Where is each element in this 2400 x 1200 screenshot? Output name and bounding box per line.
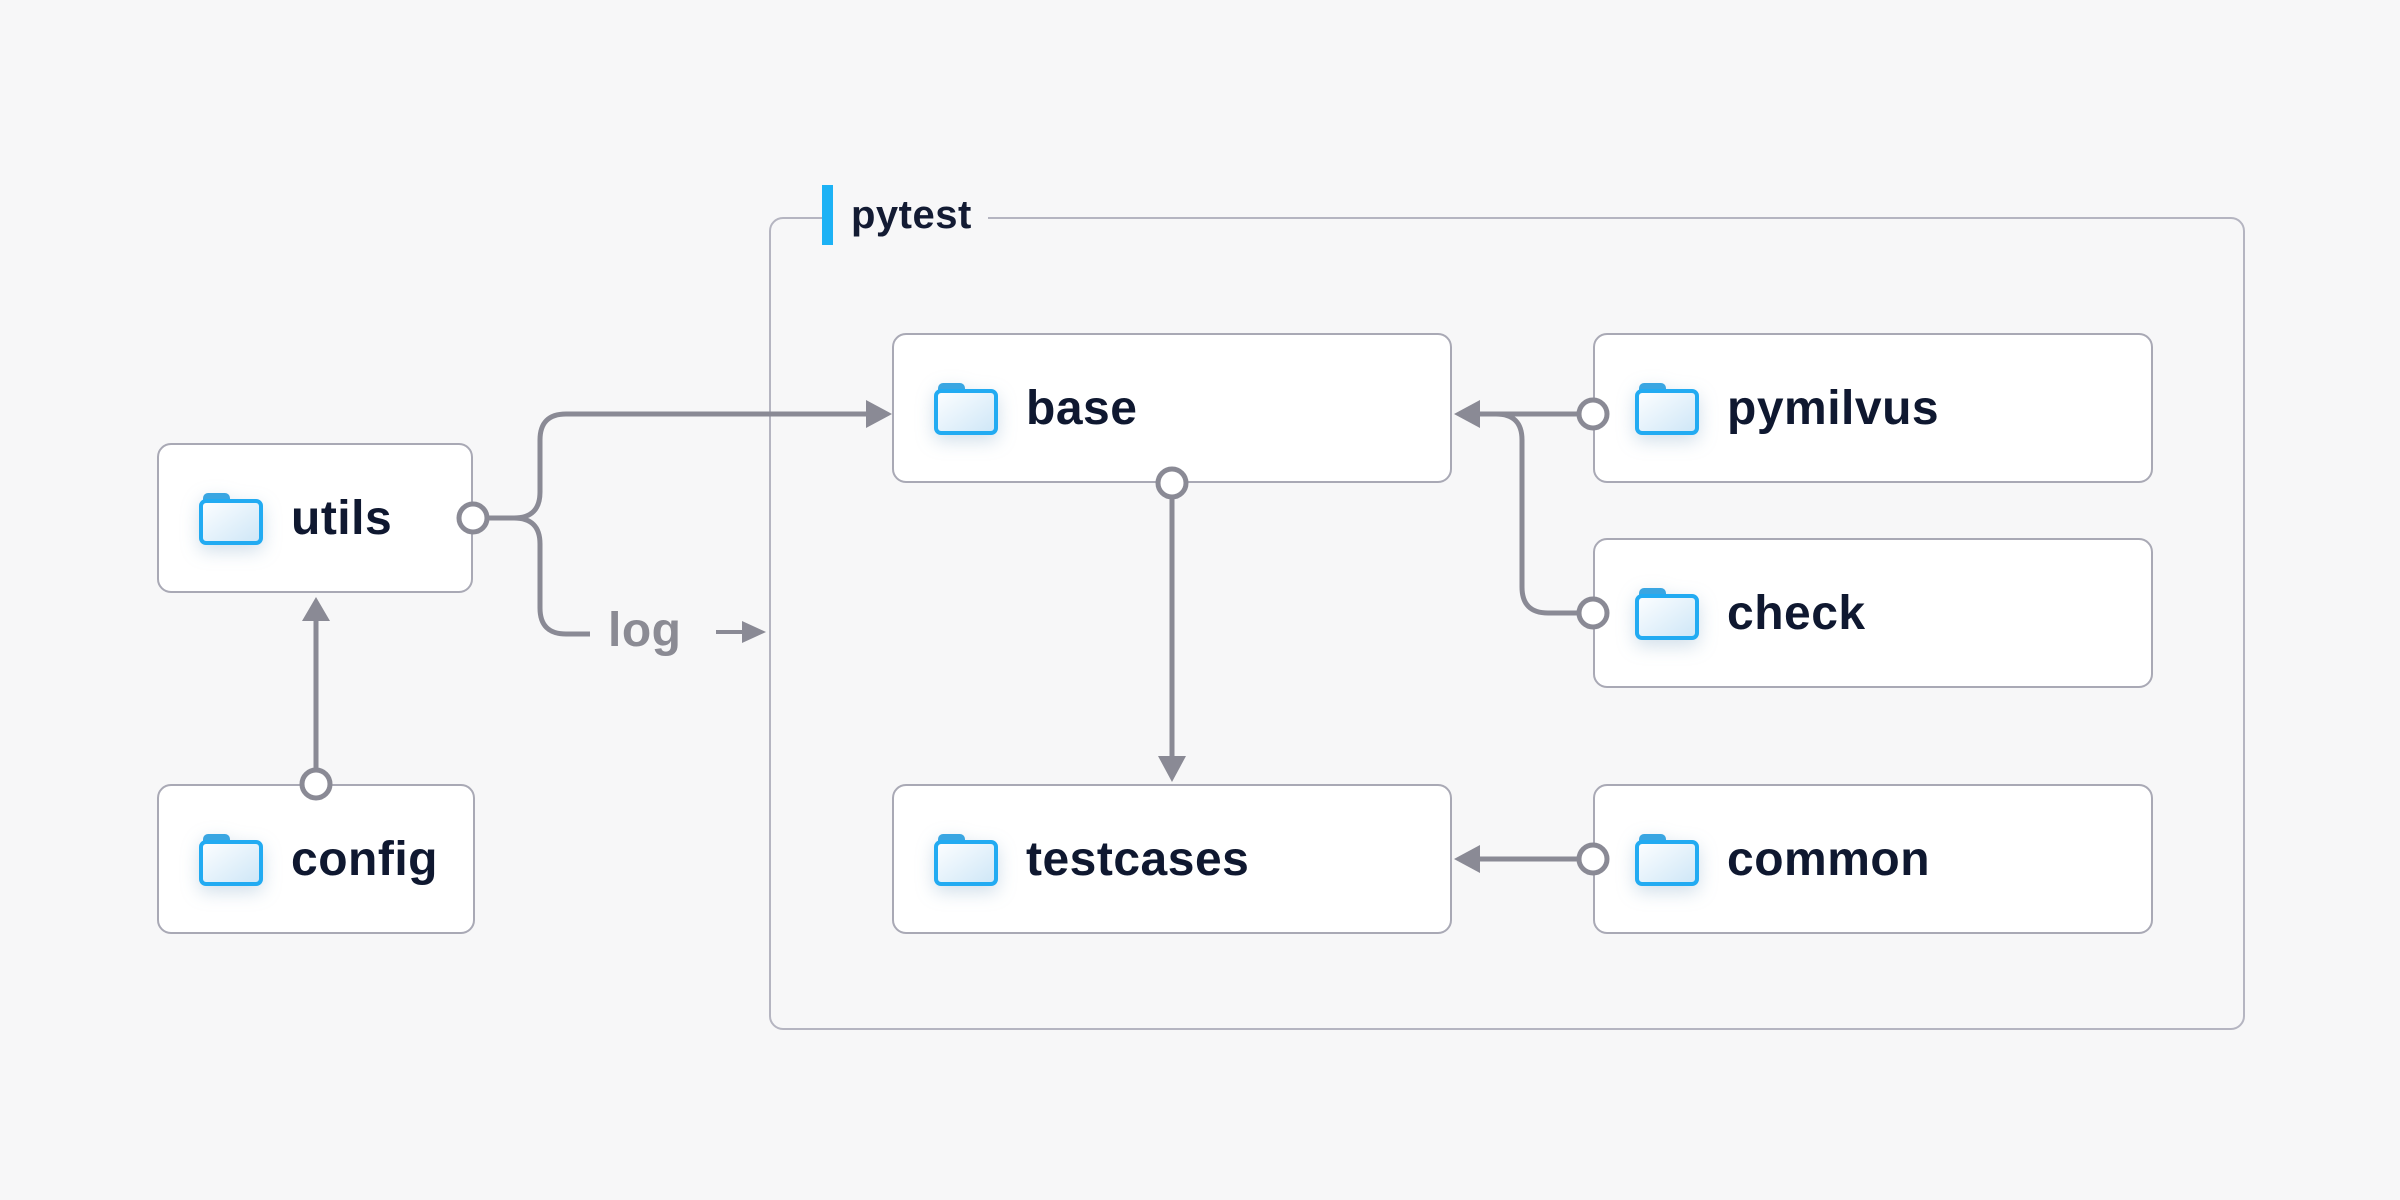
folder-icon (934, 834, 998, 886)
pytest-group (769, 217, 2245, 1030)
node-label: check (1727, 586, 1866, 640)
node-label: pymilvus (1727, 381, 1940, 435)
node-label: utils (291, 491, 393, 545)
folder-icon (934, 383, 998, 435)
node-pymilvus: pymilvus (1593, 333, 2153, 483)
node-utils: utils (157, 443, 473, 593)
node-label: testcases (1026, 832, 1250, 886)
node-testcases: testcases (892, 784, 1452, 934)
node-base: base (892, 333, 1452, 483)
node-label: config (291, 832, 438, 886)
log-edge-label: log (608, 604, 682, 657)
folder-icon (199, 834, 263, 886)
arrowhead-up-icon (302, 597, 330, 621)
arrowhead-right-small-icon (742, 621, 766, 643)
edge-utils-log (513, 515, 590, 637)
accent-bar-icon (822, 185, 833, 245)
folder-icon (1635, 834, 1699, 886)
folder-icon (1635, 588, 1699, 640)
node-label: common (1727, 832, 1931, 886)
folder-icon (199, 493, 263, 545)
node-common: common (1593, 784, 2153, 934)
node-config: config (157, 784, 475, 934)
group-title: pytest (851, 193, 972, 237)
node-label: base (1026, 381, 1138, 435)
node-check: check (1593, 538, 2153, 688)
pytest-group-label: pytest (822, 185, 988, 245)
folder-icon (1635, 383, 1699, 435)
